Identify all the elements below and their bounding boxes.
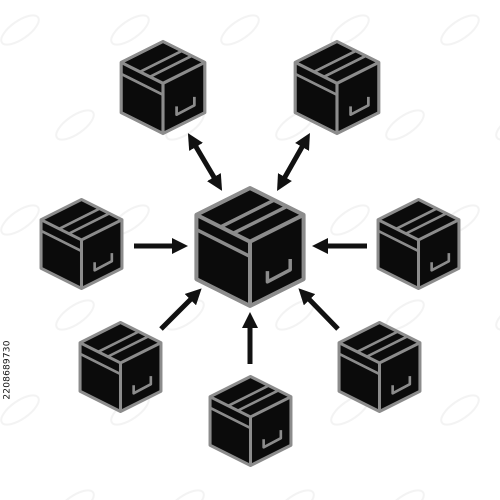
left-box-icon: [39, 197, 124, 291]
right-box-icon: [376, 197, 461, 291]
watermark-mark: [330, 204, 370, 236]
watermark-mark: [55, 299, 95, 331]
arrow-lower-right-inbound: [298, 288, 340, 331]
arrow-top-left-bidirectional: [187, 133, 223, 191]
stock-id-text: 2208689730: [3, 340, 14, 400]
watermark-mark: [55, 109, 95, 141]
watermark-mark: [0, 204, 40, 236]
watermark-mark: [220, 14, 260, 46]
lower-left-box-icon: [78, 320, 163, 414]
watermark-mark: [165, 489, 205, 500]
arrow-lower-left-inbound: [159, 288, 202, 331]
connection-arrows: [134, 133, 367, 364]
watermark-mark: [0, 14, 40, 46]
watermark-mark: [440, 394, 480, 426]
watermark-mark: [495, 299, 500, 331]
watermark-mark: [0, 394, 40, 426]
watermark-mark: [55, 489, 95, 500]
top-left-box-icon: [119, 39, 207, 136]
watermark-mark: [385, 109, 425, 141]
boxes: [39, 39, 461, 468]
watermark-mark: [495, 489, 500, 500]
watermark-mark: [495, 109, 500, 141]
watermark-mark: [165, 299, 205, 331]
arrow-top-right-bidirectional: [277, 133, 310, 191]
watermark-mark: [275, 489, 315, 500]
stock-id-label: 2208689730: [2, 300, 14, 440]
top-right-box-icon: [293, 39, 381, 136]
watermark-mark: [440, 14, 480, 46]
bottom-box-icon: [208, 374, 293, 468]
watermark-mark: [385, 489, 425, 500]
central-box-icon: [196, 188, 303, 306]
watermark-mark: [110, 14, 150, 46]
lower-right-box-icon: [337, 320, 422, 414]
